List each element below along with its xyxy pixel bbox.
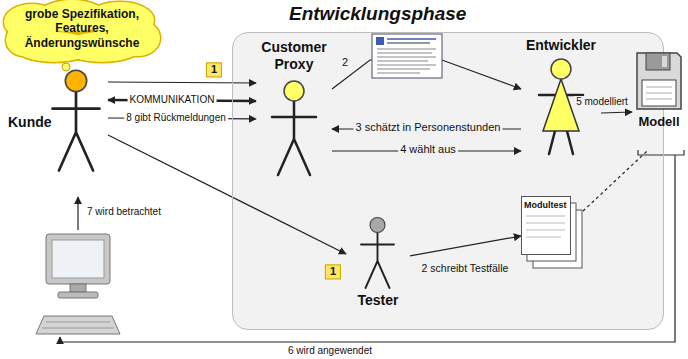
edge-label: 5 modelliert: [574, 96, 630, 108]
edge-label: 2: [340, 56, 350, 69]
story-card: [372, 34, 442, 78]
tester-figure: [355, 216, 400, 291]
node-label: Modultest: [524, 200, 569, 211]
connector-arrow: [410, 236, 521, 256]
thought-bubble: [62, 63, 70, 71]
edge-label: 4 wählt aus: [398, 143, 458, 156]
edge-label: 3 schätzt in Personenstunden: [354, 121, 503, 134]
flow-label: 7 wird betrachtet: [85, 206, 163, 218]
connector-arrow: [108, 135, 346, 254]
model-bracket: [638, 150, 684, 160]
proxy-figure: [264, 79, 324, 179]
phase-fill: [232, 32, 664, 330]
node-label: Modell: [632, 114, 686, 130]
edge-label: KOMMUNIKATION: [128, 94, 217, 106]
customer-figure: [44, 68, 108, 175]
model-storage: Modell: [632, 52, 686, 150]
actor-figure: Kunde: [8, 68, 108, 193]
node-label: Customer Proxy: [256, 39, 332, 73]
computer-icon: [36, 234, 120, 334]
test-document: Modultest: [521, 196, 583, 271]
cloud-note: grobe Spezifikation, Features, Änderungs…: [2, 0, 162, 64]
callout-number: 1: [325, 264, 341, 279]
edge-label: 8 gibt Rückmeldungen: [124, 112, 228, 124]
actor-figure: Tester: [346, 216, 410, 311]
phase-region: EntwicklungsphaseCustomer ProxyEntwickle…: [232, 32, 664, 330]
actor-figure: Customer Proxy: [256, 39, 332, 179]
callout-number: 1: [206, 62, 222, 77]
floppy-disk-icon: [636, 52, 682, 110]
flow-label: 6 wird angewendet: [286, 345, 374, 357]
connector-arrow: [108, 82, 256, 83]
edge-label: 2 schreibt Testfälle: [420, 262, 511, 275]
connector-arrow: [601, 112, 632, 113]
view-line: [77, 197, 78, 230]
node-label: Entwicklungsphase: [289, 3, 549, 26]
node-label: Tester: [346, 292, 410, 309]
node-label: Entwickler: [521, 37, 601, 54]
connector-arrow: [583, 150, 648, 211]
node-label: Kunde: [8, 114, 58, 131]
node-label: grobe Spezifikation, Features, Änderungs…: [16, 7, 148, 50]
apply-line: [60, 160, 675, 342]
